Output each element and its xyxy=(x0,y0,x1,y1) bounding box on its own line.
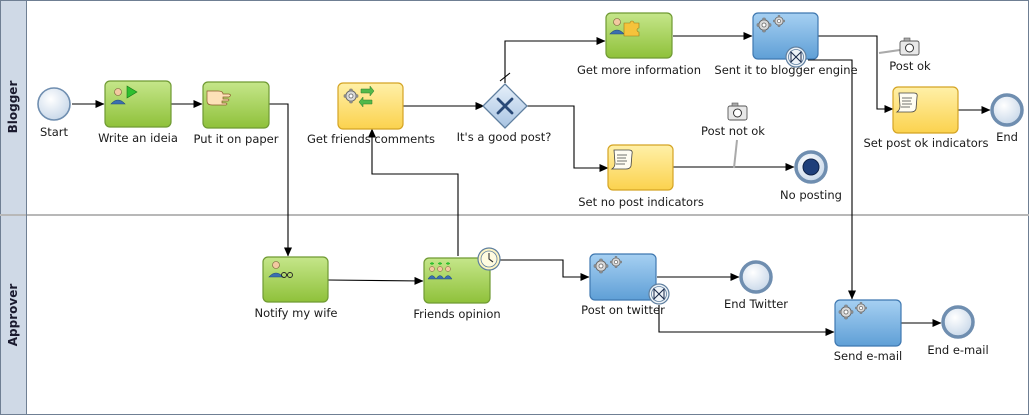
lane-approver[interactable]: Approver xyxy=(6,284,20,347)
task-set-post-ok-indicators[interactable]: Set post ok indicators xyxy=(864,86,989,150)
task-put-it-on-paper[interactable]: Put it on paper xyxy=(194,81,279,146)
task-label: Set post ok indicators xyxy=(864,136,989,150)
end-event-twitter[interactable]: End Twitter xyxy=(724,260,788,311)
lane-blogger[interactable]: Blogger xyxy=(6,81,20,134)
annotation-label: Post ok xyxy=(889,59,931,73)
end-label: End e-mail xyxy=(927,343,988,357)
flow-sent-email[interactable] xyxy=(808,59,856,300)
task-label: Get more information xyxy=(577,63,701,77)
task-friends-opinion[interactable]: Friends opinion xyxy=(413,247,501,321)
task-label: Notify my wife xyxy=(254,306,337,320)
gateway-good-post[interactable]: It's a good post? xyxy=(457,83,552,144)
start-event[interactable]: Start xyxy=(37,87,71,139)
flow-paper-notify[interactable] xyxy=(269,103,292,257)
end-event-blogger[interactable]: End xyxy=(990,93,1024,144)
scroll-icon xyxy=(610,149,633,170)
flow-twitter-email[interactable] xyxy=(658,305,835,336)
annotation-post-not-ok[interactable]: Post not ok xyxy=(701,102,765,138)
hand-icon xyxy=(206,90,231,106)
flow-opinion-comments[interactable] xyxy=(368,128,459,256)
gateway-label: It's a good post? xyxy=(457,130,552,144)
gear-exchange-icon xyxy=(343,85,375,108)
task-get-friends-comments[interactable]: Get friends comments xyxy=(307,82,435,146)
task-send-e-mail[interactable]: Send e-mail xyxy=(834,299,902,363)
flow-notify-opinion[interactable] xyxy=(327,276,424,285)
user-play-icon xyxy=(110,85,138,105)
lane-label-approver: Approver xyxy=(6,284,20,347)
end-label: End xyxy=(996,130,1018,144)
task-label: Write an ideia xyxy=(98,131,178,145)
association-post-ok xyxy=(878,49,901,54)
task-get-more-information[interactable]: Get more information xyxy=(577,12,701,77)
association-post-not-ok xyxy=(733,139,738,169)
user-puzzle-icon xyxy=(609,18,640,37)
task-set-no-post-indicators[interactable]: Set no post indicators xyxy=(578,144,704,209)
task-label: Set no post indicators xyxy=(578,195,704,209)
scroll-icon xyxy=(895,92,918,113)
task-post-on-twitter[interactable]: Post on twitter xyxy=(581,253,670,317)
lane-label-blogger: Blogger xyxy=(6,81,20,134)
start-label: Start xyxy=(40,125,69,139)
task-label: Post on twitter xyxy=(581,303,665,317)
boundary-message-icon xyxy=(648,283,670,305)
end-label: End Twitter xyxy=(724,297,788,311)
flow-opinion-twitter[interactable] xyxy=(490,259,590,281)
terminate-end-event[interactable]: No posting xyxy=(780,150,842,202)
task-label: Put it on paper xyxy=(194,132,279,146)
sequence-flows xyxy=(72,32,991,336)
annotation-label: Post not ok xyxy=(701,124,765,138)
flow-gateway-nopost[interactable] xyxy=(527,105,609,172)
boundary-message-icon xyxy=(785,46,807,68)
flow-sent-postok[interactable] xyxy=(818,35,894,113)
camera-icon xyxy=(899,37,920,56)
group-icon xyxy=(427,262,453,280)
task-label: Sent it to blogger engine xyxy=(714,63,857,77)
end-event-email[interactable]: End e-mail xyxy=(927,305,989,357)
task-write-an-ideia[interactable]: Write an ideia xyxy=(98,80,178,145)
task-notify-my-wife[interactable]: Notify my wife xyxy=(254,256,338,320)
flow-gateway-moreinfo[interactable] xyxy=(504,37,606,83)
camera-icon xyxy=(727,102,748,121)
annotation-post-ok[interactable]: Post ok xyxy=(889,37,931,73)
task-label: Get friends comments xyxy=(307,132,435,146)
user-glasses-icon xyxy=(268,261,293,278)
default-flow-marker xyxy=(499,72,511,82)
end-label: No posting xyxy=(780,188,842,202)
timer-icon xyxy=(477,247,501,271)
x-icon xyxy=(496,97,514,115)
task-label: Friends opinion xyxy=(413,307,500,321)
task-label: Send e-mail xyxy=(834,349,902,363)
task-sent-it-to-blogger-engine[interactable]: Sent it to blogger engine xyxy=(714,12,858,77)
